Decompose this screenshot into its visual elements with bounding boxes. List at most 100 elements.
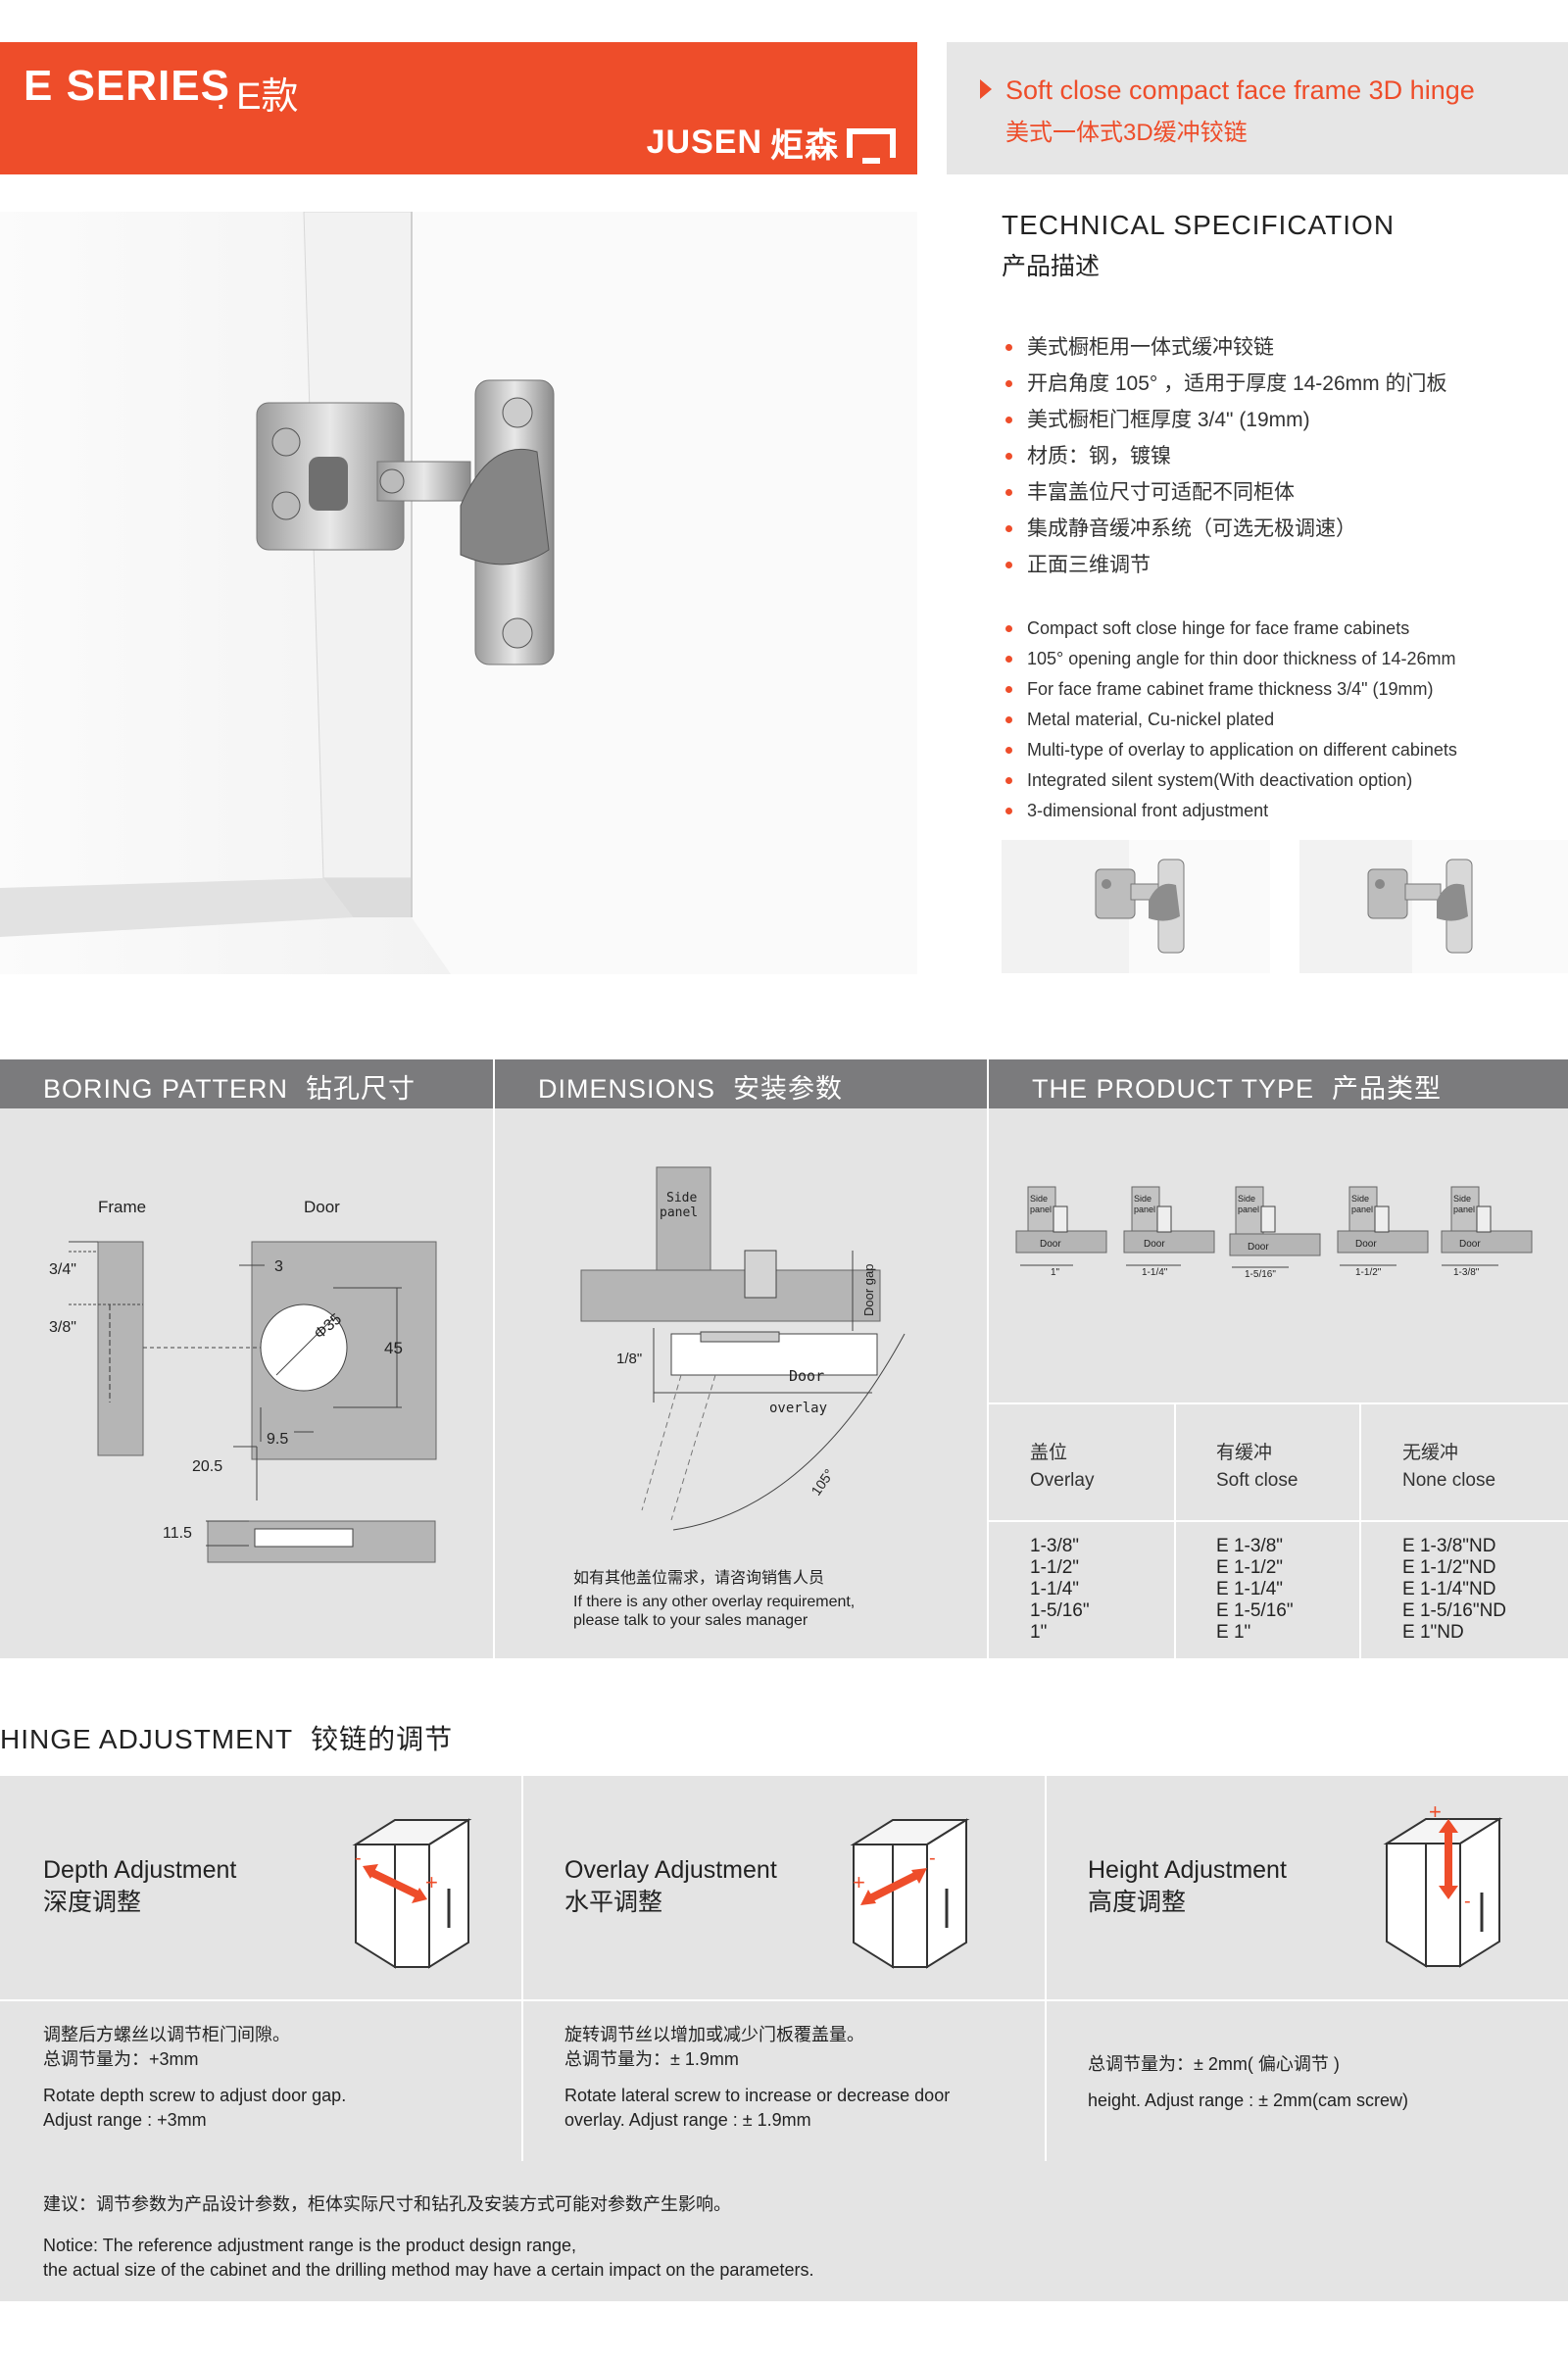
- table-divider: [1174, 1402, 1176, 1658]
- eighth-inch-label: 1/8": [616, 1351, 642, 1367]
- plus-label: +: [853, 1870, 865, 1894]
- series-subtitle: . E款: [216, 76, 299, 118]
- adjustment-title-en: HINGE ADJUSTMENT: [0, 1724, 294, 1754]
- adjustment-divider: [521, 1776, 523, 2161]
- feature-item: 正面三维调节: [1004, 547, 1446, 583]
- side-label: Side: [1030, 1194, 1048, 1204]
- desc-line: 总调节量为：+3mm: [43, 2049, 199, 2069]
- hinge-adjustment-title: HINGE ADJUSTMENT 铰链的调节: [0, 1718, 453, 1757]
- triangle-bullet-icon: [980, 79, 992, 99]
- hinge-photo-illustration: [0, 212, 917, 974]
- dim-label: 11.5: [163, 1525, 192, 1542]
- dimensions-panel: Side panel Door gap 1/8" Door overlay 10…: [495, 1108, 987, 1658]
- height-adjustment-icon: + -: [1383, 1799, 1503, 1968]
- product-thumbnail-closed: [1002, 840, 1270, 973]
- overlay-diagram: Side panel Door 1-1/2": [1337, 1186, 1429, 1278]
- boring-title-en: BORING PATTERN: [43, 1074, 289, 1104]
- table-cell: 1-1/2": [1030, 1557, 1080, 1578]
- product-name-banner: Soft close compact face frame 3D hinge 美…: [947, 42, 1568, 174]
- desc-line: Rotate lateral screw to increase or decr…: [564, 2086, 951, 2105]
- table-cell: E 1-3/8"ND: [1402, 1536, 1496, 1556]
- side-label: Side: [1453, 1194, 1471, 1204]
- column-header-cn: 无缓冲: [1402, 1443, 1459, 1463]
- side-panel-label: Side: [666, 1191, 697, 1205]
- minus-label: -: [355, 1847, 362, 1869]
- feature-item: 丰富盖位尺寸可适配不同柜体: [1004, 474, 1446, 511]
- desc-line: 总调节量为：± 1.9mm: [564, 2049, 739, 2069]
- product-type-header: THE PRODUCT TYPE 产品类型: [989, 1059, 1568, 1108]
- feature-item: Metal material, Cu-nickel plated: [1004, 705, 1457, 735]
- door-label: Door: [304, 1198, 340, 1216]
- door-label: Door: [789, 1367, 824, 1385]
- feature-item: 105° opening angle for thin door thickne…: [1004, 644, 1457, 674]
- tech-spec-title-cn: 产品描述: [1002, 253, 1101, 280]
- door-label: Door: [1040, 1239, 1061, 1250]
- table-cell: E 1-1/2"ND: [1402, 1557, 1496, 1578]
- height-title-cn: 高度调整: [1088, 1889, 1187, 1916]
- dimensions-header: DIMENSIONS 安装参数: [495, 1059, 987, 1108]
- table-cell: E 1-5/16"ND: [1402, 1600, 1507, 1621]
- depth-adjustment-title: Depth Adjustment 深度调整: [43, 1854, 236, 1919]
- side-label: Side: [1351, 1194, 1369, 1204]
- side-panel-label: panel: [660, 1205, 698, 1220]
- table-divider: [1359, 1402, 1361, 1658]
- product-name-cn: 美式一体式3D缓冲铰链: [1005, 120, 1248, 146]
- brand-mark-icon: [847, 127, 896, 164]
- dimensions-title-en: DIMENSIONS: [538, 1074, 716, 1104]
- height-adjustment-desc: 总调节量为：± 2mm( 偏心调节 ) height. Adjust range…: [1088, 2052, 1408, 2113]
- dim-label: 45: [384, 1339, 403, 1357]
- dimensions-note-en-2: please talk to your sales manager: [573, 1612, 808, 1629]
- door-label: Door: [1248, 1242, 1269, 1253]
- table-cell: E 1-3/8": [1216, 1536, 1284, 1556]
- door-label: Door: [1459, 1239, 1481, 1250]
- column-header-en: None close: [1402, 1470, 1496, 1491]
- brand-name-en: JUSEN: [646, 123, 762, 161]
- dim-label: 3/4": [49, 1261, 76, 1278]
- dim-label: 20.5: [192, 1458, 222, 1475]
- side-label: Side: [1134, 1194, 1152, 1204]
- dim-label: 3: [274, 1258, 283, 1275]
- depth-adjustment-desc: 调整后方螺丝以调节柜门间隙。 总调节量为：+3mm Rotate depth s…: [43, 2023, 346, 2133]
- table-cell: E 1"ND: [1402, 1622, 1464, 1643]
- angle-label: 105°: [808, 1466, 837, 1499]
- desc-line: 总调节量为：± 2mm( 偏心调节 ): [1088, 2054, 1340, 2074]
- product-thumbnail-open: [1299, 840, 1568, 973]
- side-label: panel: [1453, 1205, 1475, 1214]
- table-cell: 1-5/16": [1030, 1600, 1090, 1621]
- overlay-label: overlay: [769, 1401, 827, 1416]
- overlay-diagram: Side panel Door 1-5/16": [1229, 1186, 1321, 1280]
- table-cell: E 1-1/4"ND: [1402, 1579, 1496, 1599]
- notice-line: Notice: The reference adjustment range i…: [43, 2236, 576, 2255]
- side-label: panel: [1134, 1205, 1155, 1214]
- adjustment-title-cn: 铰链的调节: [311, 1724, 454, 1754]
- boring-title-cn: 钻孔尺寸: [306, 1074, 416, 1104]
- overlay-values-list: 1-3/8" 1-1/2" 1-1/4" 1-5/16" 1": [1030, 1536, 1090, 1644]
- minus-label: -: [929, 1847, 936, 1869]
- table-divider: [989, 1402, 1568, 1404]
- soft-close-values-list: E 1-3/8" E 1-1/2" E 1-1/4" E 1-5/16" E 1…: [1216, 1536, 1294, 1644]
- overlay-diagram: Side panel Door 1-3/8": [1441, 1186, 1533, 1278]
- product-photo: [0, 212, 917, 974]
- boring-pattern-panel: Frame Door 3/4" 3/8" 3 Φ35 45 9.5 20.5 1…: [0, 1108, 493, 1658]
- door-label: Door: [1355, 1239, 1377, 1250]
- side-label: panel: [1030, 1205, 1052, 1214]
- overlay-diagram: Side panel Door 1-1/4": [1123, 1186, 1215, 1278]
- product-name-en: Soft close compact face frame 3D hinge: [1005, 75, 1475, 105]
- product-type-title-en: THE PRODUCT TYPE: [1032, 1074, 1315, 1104]
- overlay-value-label: 1-1/2": [1355, 1267, 1382, 1278]
- series-banner: E SERIES . E款 JUSEN 炬森: [0, 42, 917, 174]
- brand-name-cn: 炬森: [770, 127, 839, 165]
- feature-item: 集成静音缓冲系统（可选无极调速）: [1004, 511, 1446, 547]
- height-title-en: Height Adjustment: [1088, 1856, 1287, 1884]
- feature-item: Compact soft close hinge for face frame …: [1004, 614, 1457, 644]
- series-title: E SERIES: [24, 62, 230, 110]
- side-label: Side: [1238, 1194, 1255, 1204]
- notice-box: 建议：调节参数为产品设计参数，柜体实际尺寸和钻孔及安装方式可能对参数产生影响。 …: [0, 2161, 1568, 2301]
- product-type-title-cn: 产品类型: [1332, 1074, 1443, 1104]
- desc-line: height. Adjust range : ± 2mm(cam screw): [1088, 2090, 1408, 2110]
- dimensions-title-cn: 安装参数: [733, 1074, 844, 1104]
- feature-list-en: Compact soft close hinge for face frame …: [1004, 614, 1457, 826]
- column-header: 盖位 Overlay: [1030, 1440, 1094, 1495]
- plus-label: +: [425, 1870, 438, 1894]
- side-label: panel: [1238, 1205, 1259, 1214]
